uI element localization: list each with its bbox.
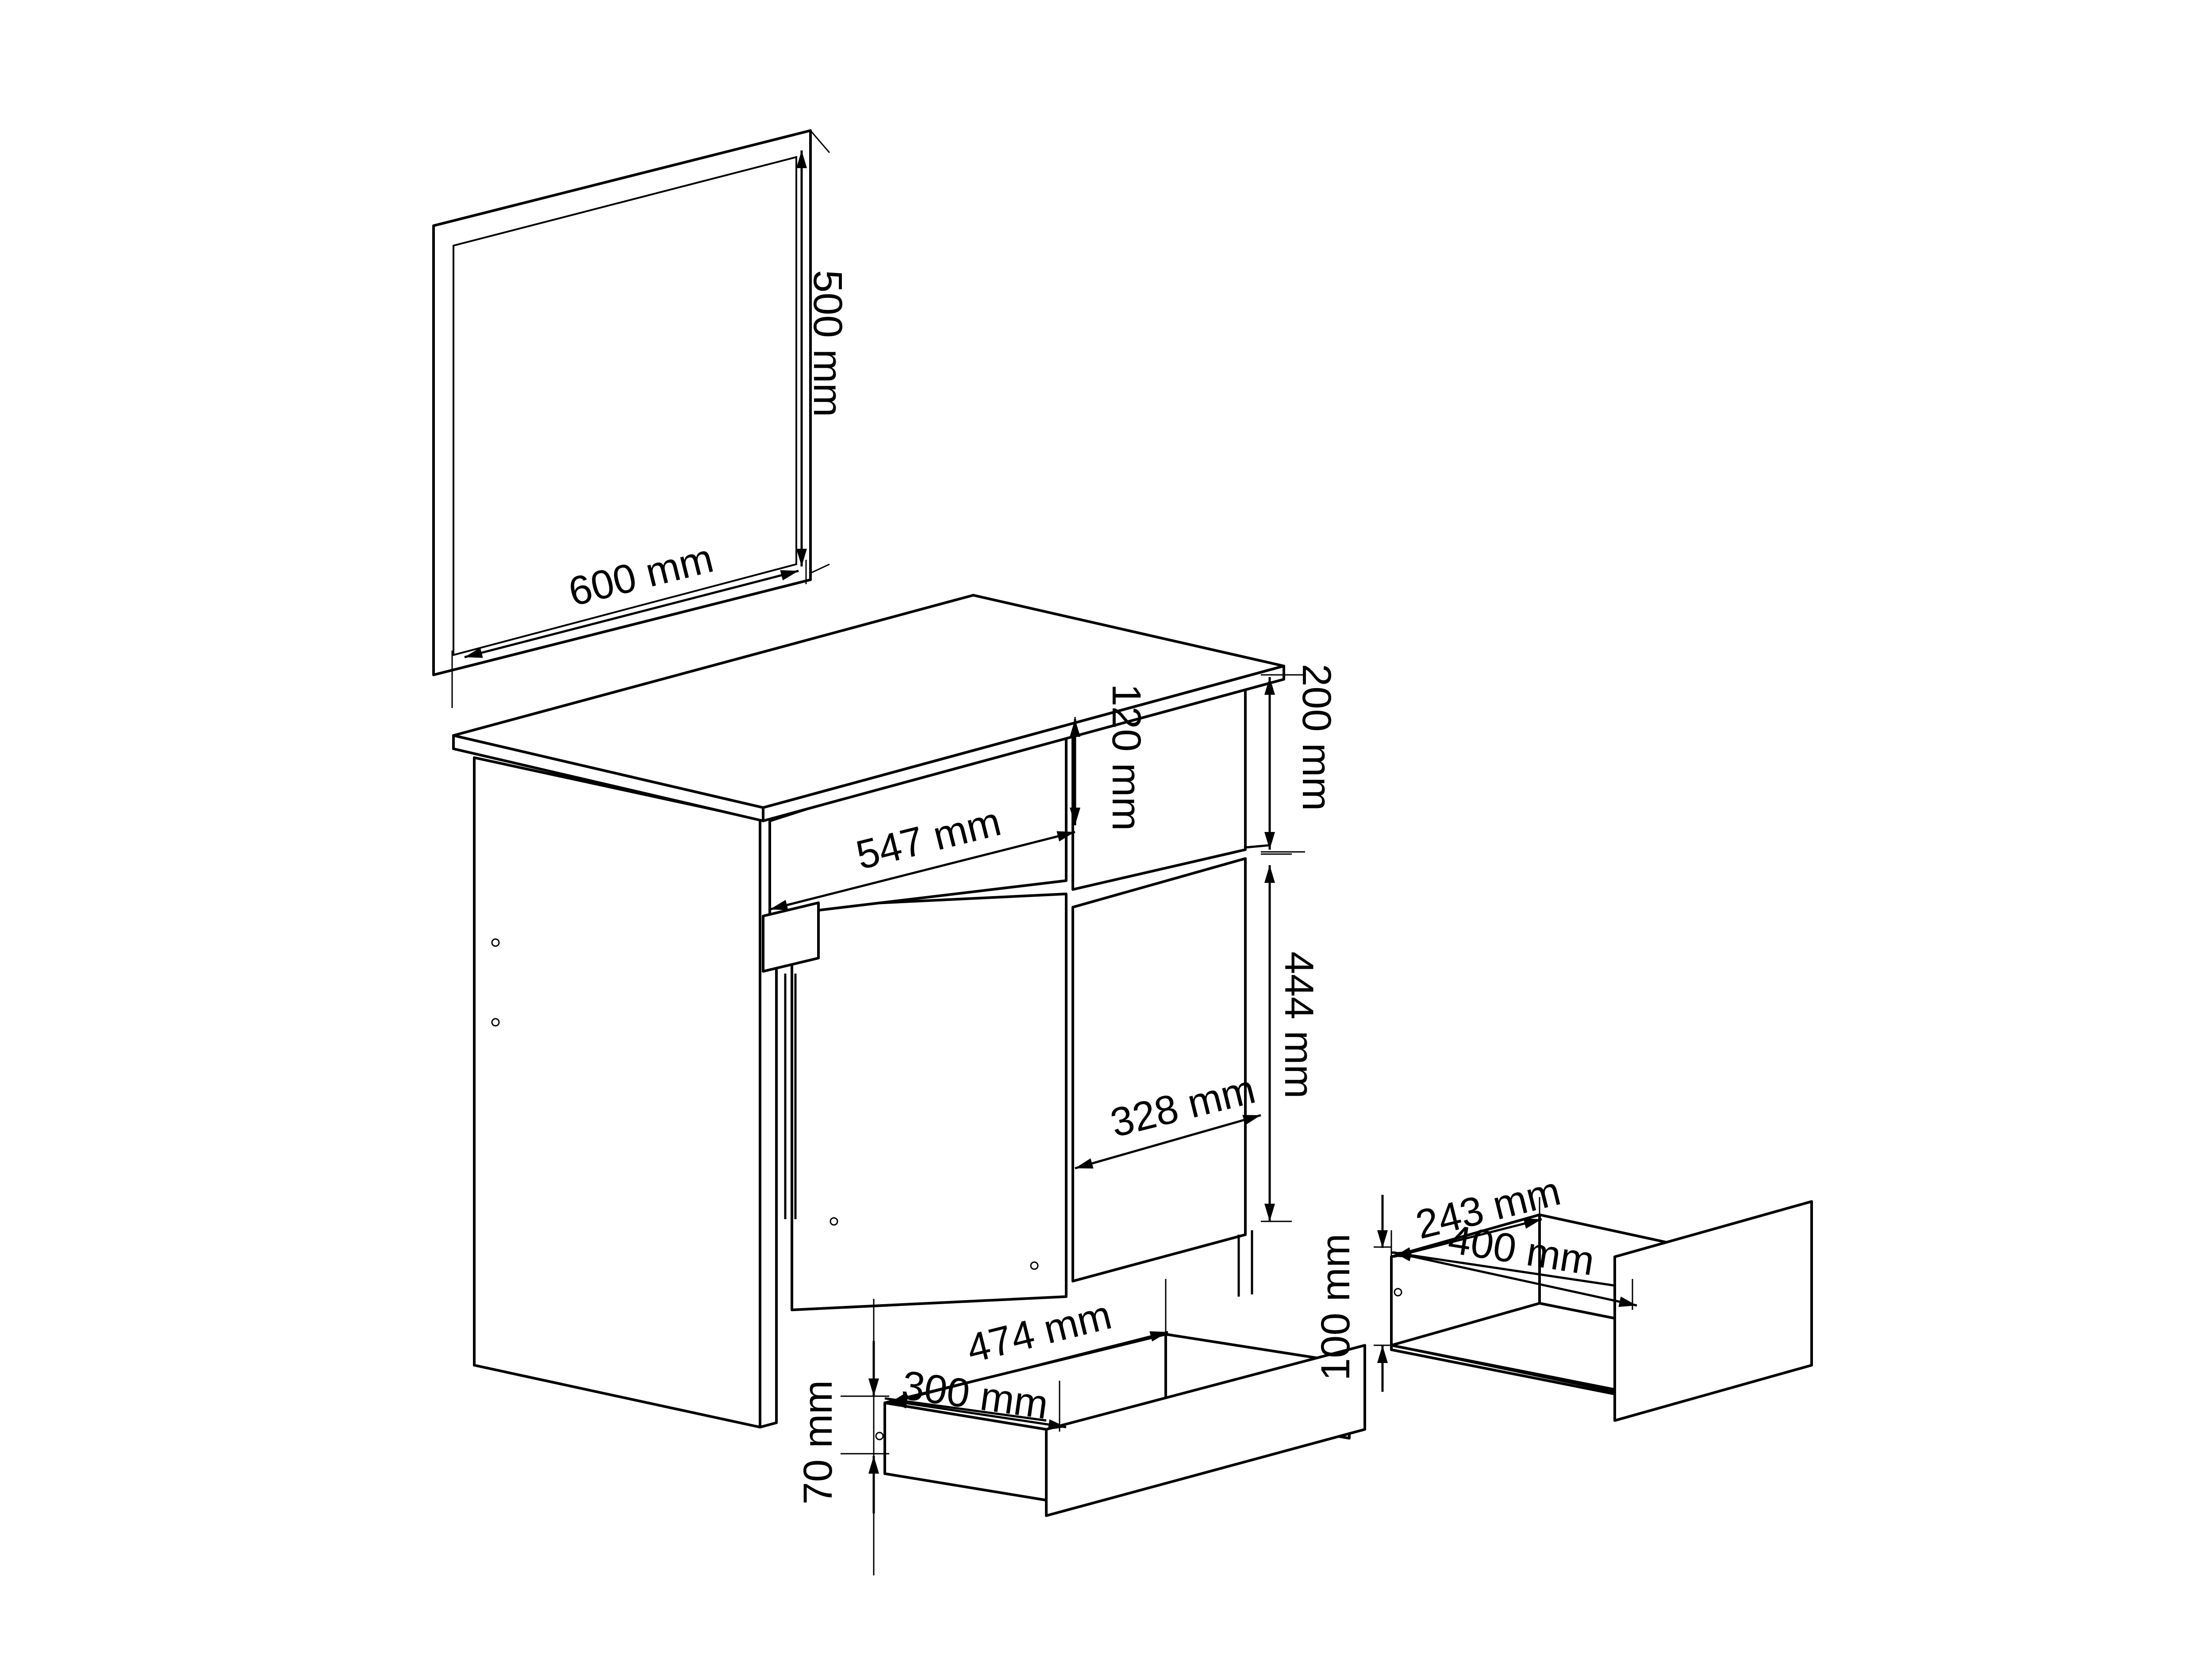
- small-drawer-height-label: 70 mm: [795, 1380, 841, 1505]
- desk-center-door: [791, 893, 1068, 1311]
- hole-icon: [1394, 1288, 1402, 1297]
- desk-left-panel: [473, 756, 761, 1428]
- large-drawer-front: [1613, 1200, 1813, 1422]
- large-drawer-width-dim: [1393, 1218, 1542, 1258]
- cabinet-width-dim: [1075, 1114, 1261, 1170]
- small-drawer-width-dim: [889, 1398, 1067, 1430]
- hole-icon: [875, 1432, 884, 1440]
- top-section-height-label: 200 mm: [1294, 664, 1339, 811]
- small-drawer: [875, 1333, 1366, 1517]
- large-drawer-height-label: 100 mm: [1313, 1234, 1358, 1381]
- mirror-width-dim: [464, 570, 799, 658]
- hole-icon: [830, 1217, 838, 1226]
- cabinet-door-height-label: 444 mm: [1276, 951, 1321, 1098]
- desk: [452, 594, 1285, 1428]
- drawer-front-height-label: 120 mm: [1104, 684, 1149, 831]
- small-drawer-front: [1045, 1344, 1366, 1517]
- mirror-frame: [432, 129, 812, 676]
- desk-right-door: [1071, 857, 1247, 1282]
- large-drawer-depth-dim: [1393, 1251, 1637, 1307]
- hole-icon: [491, 938, 500, 947]
- hole-icon: [491, 1018, 500, 1027]
- hole-icon: [1030, 1261, 1039, 1270]
- desk-recess: [762, 901, 820, 973]
- drawer-width-dim: [769, 831, 1075, 911]
- small-drawer-depth-dim: [889, 1331, 1168, 1404]
- mirror-height-label: 500 mm: [805, 270, 850, 417]
- mirror: [432, 129, 830, 708]
- desk-top-edge-right: [762, 665, 1285, 822]
